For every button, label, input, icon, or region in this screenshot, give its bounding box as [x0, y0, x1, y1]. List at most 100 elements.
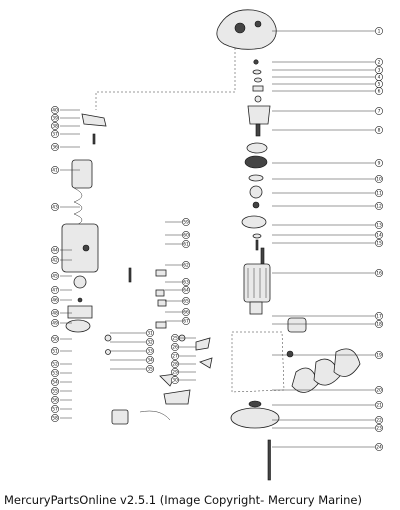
- svg-text:13: 13: [376, 223, 382, 229]
- callout-4: 4: [272, 73, 383, 81]
- svg-text:32: 32: [147, 340, 153, 346]
- svg-text:21: 21: [376, 403, 382, 409]
- callout-56: 56: [51, 396, 72, 404]
- callout-22: 22: [272, 416, 383, 424]
- callout-14: 14: [272, 231, 383, 239]
- svg-text:60: 60: [183, 233, 189, 239]
- svg-text:58: 58: [52, 416, 58, 422]
- frame-housing-outline: [231, 331, 285, 393]
- svg-text:23: 23: [376, 426, 382, 432]
- svg-text:59: 59: [183, 220, 189, 226]
- callout-54: 54: [51, 378, 72, 386]
- callout-2: 2: [272, 58, 383, 66]
- callout-11: 11: [272, 189, 383, 197]
- svg-text:3: 3: [378, 68, 381, 74]
- callout-52: 52: [51, 360, 72, 368]
- center-small-parts: [104, 267, 213, 425]
- callout-28: 28: [171, 360, 196, 368]
- callout-23: 23: [272, 424, 383, 432]
- svg-text:11: 11: [376, 191, 382, 197]
- callout-21: 21: [272, 401, 383, 409]
- callout-15: 15: [272, 239, 383, 247]
- svg-text:57: 57: [52, 407, 58, 413]
- callout-61: 61: [165, 240, 190, 248]
- svg-text:18: 18: [376, 322, 382, 328]
- callout-55: 55: [51, 387, 72, 395]
- callout-17: 17: [272, 312, 383, 320]
- callout-33: 33: [110, 347, 154, 355]
- field-coils: [286, 317, 361, 393]
- right-stack-parts: [241, 59, 271, 251]
- callout-47: 47: [51, 286, 72, 294]
- svg-text:34: 34: [147, 358, 153, 364]
- callout-58: 58: [51, 414, 72, 422]
- callout-18: 18: [272, 320, 383, 328]
- svg-text:62: 62: [183, 263, 189, 269]
- callout-12: 12: [272, 202, 383, 210]
- svg-text:29: 29: [172, 370, 178, 376]
- callout-39: 39: [51, 114, 80, 122]
- svg-text:35: 35: [147, 367, 153, 373]
- callout-37: 37: [51, 130, 80, 138]
- drive-gear-assembly: [61, 113, 107, 333]
- svg-text:42: 42: [52, 258, 58, 264]
- callout-5: 5: [272, 80, 383, 88]
- svg-text:41: 41: [52, 168, 58, 174]
- callout-30: 30: [171, 376, 196, 384]
- svg-text:19: 19: [376, 353, 382, 359]
- svg-text:50: 50: [52, 337, 58, 343]
- svg-text:27: 27: [172, 354, 178, 360]
- callout-1: 1: [272, 27, 383, 35]
- svg-text:31: 31: [147, 331, 153, 337]
- svg-text:37: 37: [52, 132, 58, 138]
- svg-text:20: 20: [376, 388, 382, 394]
- callout-50: 50: [51, 335, 72, 343]
- svg-text:48: 48: [52, 311, 58, 317]
- svg-text:5: 5: [378, 82, 381, 88]
- callout-34: 34: [110, 356, 154, 364]
- svg-text:9: 9: [378, 161, 381, 167]
- svg-text:40: 40: [52, 108, 58, 114]
- svg-text:30: 30: [172, 378, 178, 384]
- svg-text:25: 25: [172, 336, 178, 342]
- svg-text:12: 12: [376, 204, 382, 210]
- callout-41: 41: [51, 166, 80, 174]
- svg-text:10: 10: [376, 177, 382, 183]
- callout-51: 51: [51, 347, 72, 355]
- callout-19: 19: [272, 351, 383, 359]
- callout-35: 35: [110, 365, 154, 373]
- through-bolt: [267, 439, 271, 481]
- svg-text:43: 43: [52, 205, 58, 211]
- callout-38: 38: [51, 122, 80, 130]
- svg-text:65: 65: [183, 299, 189, 305]
- svg-text:36: 36: [52, 145, 58, 151]
- callout-64: 64: [165, 286, 190, 294]
- callout-25: 25: [171, 334, 196, 342]
- svg-text:45: 45: [52, 274, 58, 280]
- svg-text:47: 47: [52, 288, 58, 294]
- callout-16: 16: [272, 269, 383, 277]
- callout-9: 9: [272, 159, 383, 167]
- svg-text:28: 28: [172, 362, 178, 368]
- svg-text:33: 33: [147, 349, 153, 355]
- end-cap-housing: [216, 9, 277, 50]
- svg-text:24: 24: [376, 445, 382, 451]
- callout-42: 42: [51, 256, 72, 264]
- svg-text:56: 56: [52, 398, 58, 404]
- svg-text:51: 51: [52, 349, 58, 355]
- exploded-parts-diagram: 1234567891011121314151617181920212223244…: [51, 9, 383, 481]
- svg-text:55: 55: [52, 389, 58, 395]
- svg-text:46: 46: [52, 298, 58, 304]
- callout-59: 59: [165, 218, 190, 226]
- svg-text:66: 66: [183, 310, 189, 316]
- callout-13: 13: [272, 221, 383, 229]
- svg-text:64: 64: [183, 288, 189, 294]
- callout-57: 57: [51, 405, 72, 413]
- callout-6: 6: [272, 87, 383, 95]
- callout-43: 43: [51, 203, 80, 211]
- svg-text:54: 54: [52, 380, 58, 386]
- callout-26: 26: [171, 343, 196, 351]
- svg-text:49: 49: [52, 321, 58, 327]
- svg-text:2: 2: [378, 60, 381, 66]
- callout-48: 48: [51, 309, 72, 317]
